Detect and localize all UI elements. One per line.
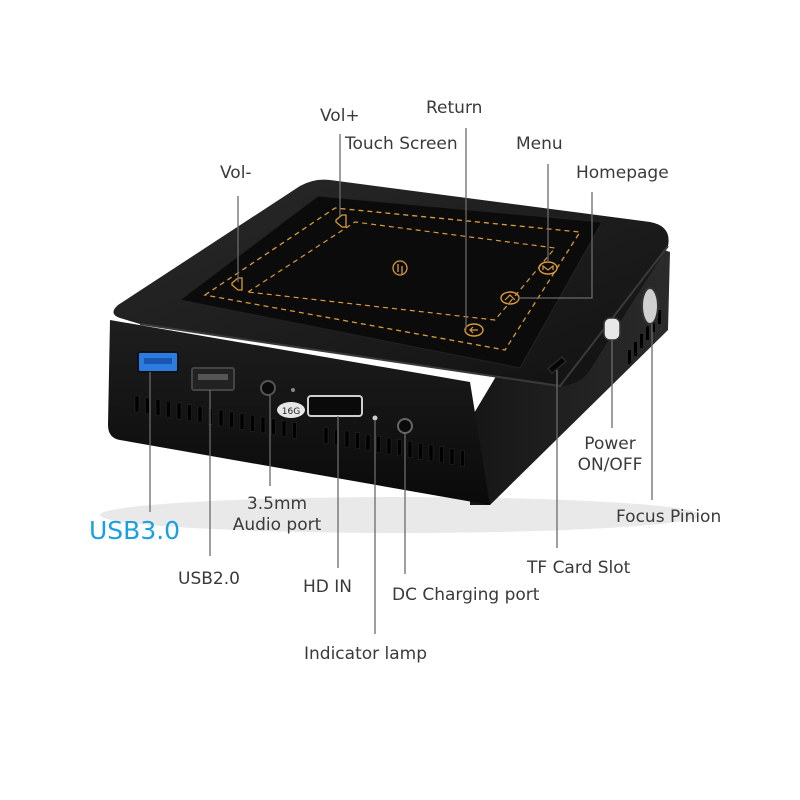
audio-jack (260, 380, 276, 396)
front-vent-slot (250, 415, 255, 432)
back-icon (464, 323, 484, 337)
storage-badge: 16G (282, 407, 300, 417)
front-vent-slot (239, 413, 245, 430)
front-vent-slot (145, 397, 150, 414)
storage-badge-bg (277, 402, 305, 418)
device-top-edge (139, 245, 669, 388)
label-menu: Menu (516, 134, 563, 154)
side-vent-grille (628, 310, 661, 364)
front-vent-slot (449, 448, 455, 465)
leader-lines (149, 128, 653, 634)
front-vent-slot (460, 450, 465, 467)
label-return: Return (426, 98, 483, 118)
label-usb3: USB3.0 (89, 516, 181, 545)
tf-card-slot (547, 356, 567, 374)
front-vent-slot (155, 399, 161, 416)
front-vent-slot (439, 446, 444, 463)
front-vent-slot (355, 432, 360, 449)
touch-screen-panel (178, 195, 603, 369)
front-vent-slot (260, 416, 266, 434)
label-power-line2: ON/OFF (577, 455, 643, 475)
front-vent-slot (176, 402, 182, 420)
front-vent-slot (292, 422, 297, 439)
label-indicator-lamp: Indicator lamp (304, 644, 428, 664)
front-vent-slot (397, 439, 402, 456)
touch-dashed-inner (246, 221, 557, 321)
front-vent-slot (166, 401, 171, 418)
label-audio-line1: 3.5mm (246, 494, 308, 514)
label-usb2: USB2.0 (178, 569, 240, 589)
label-power-line1: Power (584, 434, 636, 454)
label-audio-port: 3.5mm Audio port (222, 494, 332, 536)
label-vol-minus: Vol- (220, 163, 252, 183)
leader-homepage (518, 192, 593, 299)
front-vent-slot (323, 427, 329, 444)
front-vent-slot (365, 434, 371, 451)
front-vent-slot (428, 444, 434, 462)
label-tf-card-slot: TF Card Slot (527, 558, 631, 578)
side-vent-slot (646, 326, 649, 340)
front-vent-slot (281, 420, 287, 437)
usb3-port-inner (144, 358, 172, 364)
front-vent-slot (187, 404, 192, 421)
front-vent-grille (134, 395, 465, 467)
label-dc-charging: DC Charging port (392, 585, 540, 605)
power-switch (603, 317, 621, 341)
front-vent-slot (386, 437, 392, 455)
audio-led-dot (291, 388, 295, 392)
label-audio-line2: Audio port (232, 515, 322, 535)
label-vol-plus: Vol+ (320, 106, 360, 126)
front-vent-slot (407, 441, 413, 458)
side-vent-slot (634, 342, 637, 356)
hdmi-port (307, 395, 363, 417)
label-touch-screen: Touch Screen (345, 134, 458, 154)
label-power: Power ON/OFF (568, 434, 652, 476)
label-hd-in: HD IN (303, 577, 353, 597)
front-vent-slot (418, 443, 423, 460)
front-vent-slot (376, 436, 381, 453)
label-homepage: Homepage (576, 163, 669, 183)
focus-pinion (641, 287, 659, 325)
touch-hand-icon (392, 260, 408, 276)
side-vent-slot (652, 318, 655, 332)
front-vent-slot (218, 409, 224, 427)
front-vent-slot (134, 395, 140, 413)
front-vent-slot (229, 411, 234, 428)
label-focus-pinion: Focus Pinion (616, 507, 722, 527)
dc-jack (397, 418, 413, 434)
device-shadow (100, 497, 700, 533)
front-vent-slot (271, 418, 276, 435)
side-vent-slot (628, 350, 631, 364)
vol-plus-icon (335, 214, 347, 228)
indicator-led (372, 415, 378, 421)
side-vent-slot (640, 334, 643, 348)
usb2-port-inner (198, 374, 228, 380)
front-vent-slot (344, 430, 350, 448)
side-vent-slot (658, 310, 661, 324)
front-vent-slot (197, 406, 203, 423)
